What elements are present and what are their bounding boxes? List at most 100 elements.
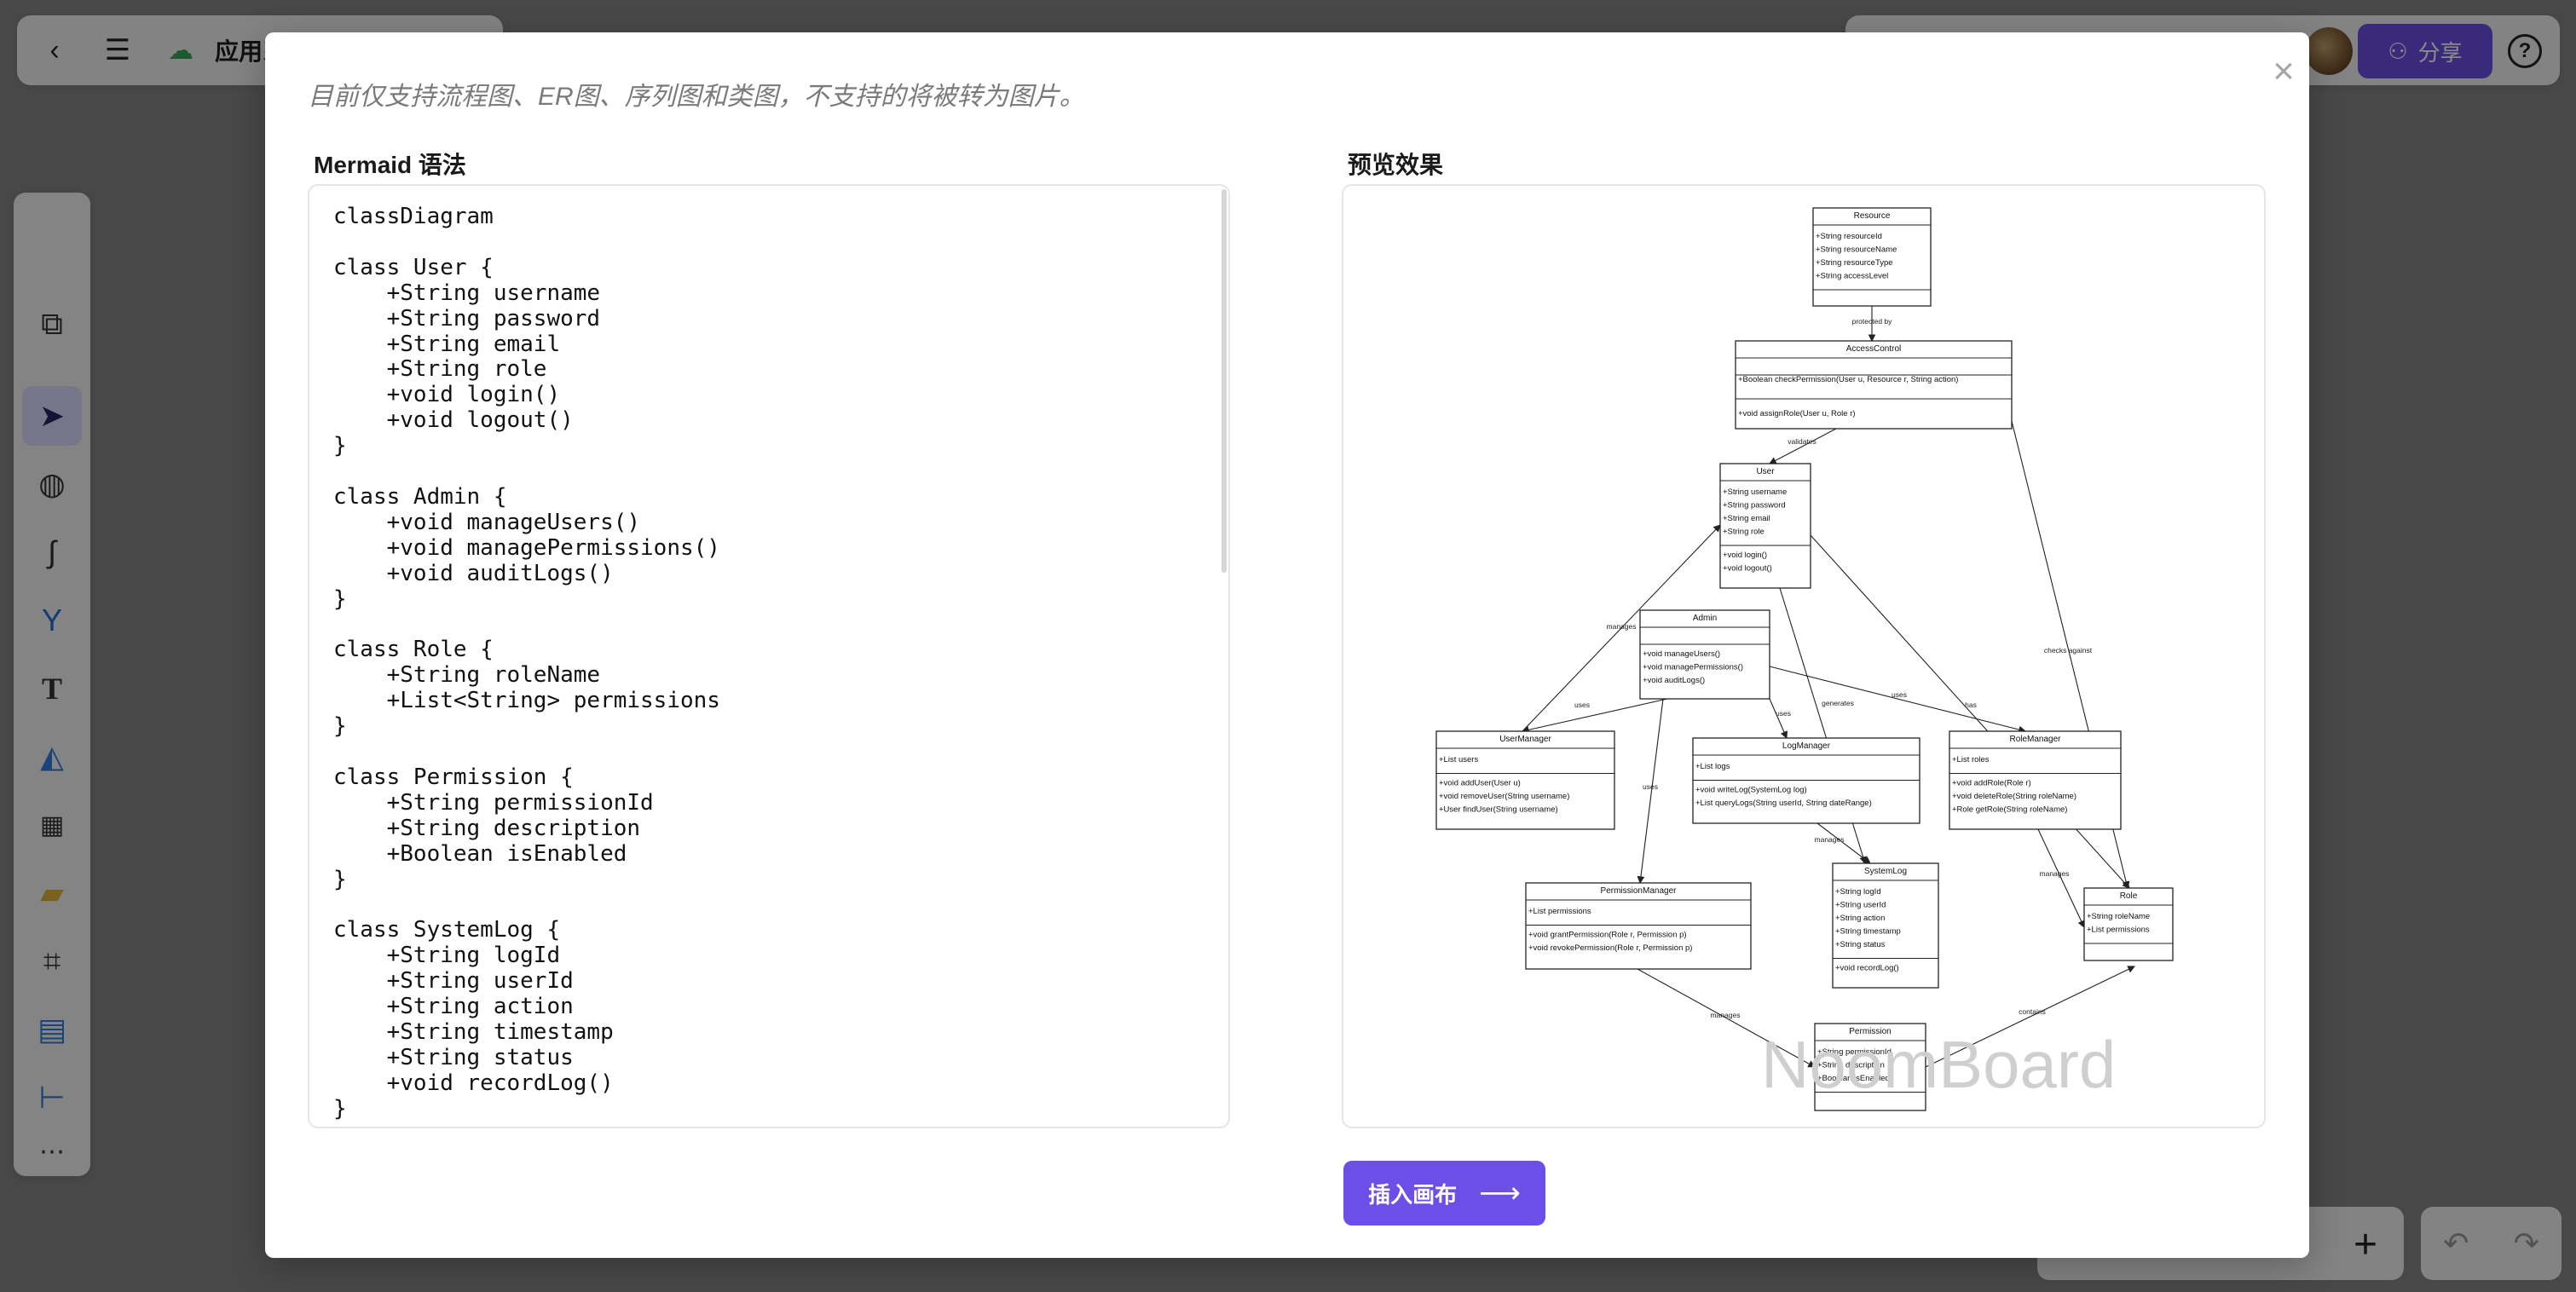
class-attribute: +String logId bbox=[1835, 887, 1881, 897]
relation-line bbox=[1816, 822, 1871, 864]
relation-line bbox=[1637, 968, 1816, 1068]
sticky-note-icon[interactable]: ▰ bbox=[40, 875, 64, 910]
relation-logmanager-systemlog: manages bbox=[1815, 822, 1871, 864]
relation-label: protected by bbox=[1852, 317, 1893, 326]
class-attribute: +Boolean isEnabled bbox=[1817, 1074, 1890, 1083]
code-scrollbar[interactable] bbox=[1222, 189, 1227, 573]
class-name: SystemLog bbox=[1864, 867, 1907, 876]
mermaid-code-text[interactable]: classDiagram class User { +String userna… bbox=[309, 186, 1228, 1122]
code-line: +String timestamp bbox=[333, 1019, 614, 1045]
code-line bbox=[333, 459, 1228, 485]
class-attribute: +String resourceType bbox=[1816, 258, 1893, 268]
relation-label: uses bbox=[1574, 701, 1590, 709]
class-method: +void recordLog() bbox=[1835, 964, 1899, 973]
relation-rolemanager-role: manages bbox=[2037, 828, 2085, 928]
close-icon[interactable]: × bbox=[2273, 50, 2295, 92]
class-resource: Resource+String resourceId+String resour… bbox=[1812, 207, 1932, 307]
relation-label: checks against bbox=[2044, 646, 2093, 655]
select-cursor-icon[interactable]: ➤ bbox=[22, 386, 82, 446]
class-box bbox=[2083, 887, 2174, 961]
cloud-sync-icon: ☁ bbox=[168, 36, 193, 65]
class-systemlog: SystemLog +String logId +String userId +Str… bbox=[1832, 862, 1939, 989]
code-line: +String roleName bbox=[333, 662, 601, 689]
class-name: PermissionManager bbox=[1601, 886, 1678, 896]
class-admin: Admin+void manageUsers()+void managePerm… bbox=[1639, 609, 1770, 700]
code-line: +String description bbox=[333, 815, 641, 841]
code-line bbox=[333, 230, 1228, 256]
code-line: +String status bbox=[333, 1044, 574, 1070]
class-box bbox=[1832, 862, 1939, 989]
code-line: class Permission { bbox=[333, 764, 574, 790]
frame-icon[interactable]: ⌗ bbox=[43, 943, 61, 978]
class-user: User+String username+String password+Str… bbox=[1719, 463, 1811, 589]
class-box bbox=[1719, 463, 1811, 589]
class-name: Resource bbox=[1854, 211, 1891, 221]
class-box bbox=[1639, 609, 1770, 700]
code-line: +String logId bbox=[333, 943, 561, 969]
relation-permissionmanager-permission: manages bbox=[1637, 968, 1816, 1068]
code-line bbox=[333, 613, 1228, 638]
relation-label: contains bbox=[2019, 1007, 2046, 1016]
insert-canvas-button[interactable]: 插入画布 ⟶ bbox=[1343, 1161, 1545, 1226]
code-line: } bbox=[333, 713, 347, 740]
code-line: +void auditLogs() bbox=[333, 560, 614, 586]
class-method: +User findUser(String username) bbox=[1439, 805, 1558, 815]
mermaid-code-editor[interactable]: classDiagram class User { +String userna… bbox=[308, 184, 1230, 1128]
relation-line bbox=[1521, 698, 1668, 734]
fill-icon[interactable]: ◭ bbox=[40, 739, 64, 774]
class-box bbox=[1814, 1023, 1926, 1111]
class-attribute: +List permissions bbox=[2087, 926, 2150, 935]
code-line: } bbox=[333, 433, 347, 459]
redo-icon[interactable]: ↷ bbox=[2513, 1226, 2539, 1260]
relation-permission-role: contains bbox=[1925, 966, 2135, 1068]
relation-admin-usermanager: uses bbox=[1521, 698, 1668, 734]
class-attribute: +String description bbox=[1817, 1061, 1885, 1070]
templates-icon[interactable]: ⧉ bbox=[41, 305, 63, 341]
class-attribute: +String resourceName bbox=[1816, 245, 1897, 255]
relation-label: uses bbox=[1892, 690, 1907, 699]
class-method: +void login() bbox=[1723, 551, 1767, 560]
back-icon[interactable]: ‹ bbox=[49, 33, 60, 66]
code-line: } bbox=[333, 1095, 347, 1122]
undo-icon[interactable]: ↶ bbox=[2443, 1226, 2469, 1260]
relation-admin-logmanager: uses bbox=[1769, 698, 1791, 740]
class-accesscontrol: AccessControl+Boolean checkPermission(Us… bbox=[1735, 340, 2013, 430]
class-box bbox=[1949, 730, 2122, 830]
menu-icon[interactable]: ☰ bbox=[104, 34, 131, 66]
relation-label: generates bbox=[1822, 699, 1854, 707]
share-button[interactable]: ⚇ 分享 bbox=[2358, 24, 2492, 78]
help-icon[interactable]: ? bbox=[2508, 34, 2542, 68]
class-rolemanager: RoleManager+List roles+void addRole(Role… bbox=[1949, 730, 2122, 830]
class-method: +Role getRole(String roleName) bbox=[1952, 805, 2067, 815]
table-icon[interactable]: ▤ bbox=[37, 1012, 66, 1047]
class-method: +void addUser(User u) bbox=[1439, 779, 1521, 788]
relation-line bbox=[1769, 428, 1837, 464]
class-attribute: +String timestamp bbox=[1835, 927, 1901, 937]
shapes-icon[interactable]: ◍ bbox=[38, 466, 66, 501]
class-name: AccessControl bbox=[1846, 344, 1901, 354]
class-method: +void grantPermission(Role r, Permission… bbox=[1528, 931, 1687, 940]
class-method: +void auditLogs() bbox=[1643, 676, 1705, 685]
class-method: +List queryLogs(String userId, String da… bbox=[1695, 799, 1872, 808]
mindmap-icon[interactable]: Y bbox=[41, 603, 62, 637]
class-method: +void removeUser(String username) bbox=[1439, 792, 1569, 801]
undo-redo-group: ↶ ↷ bbox=[2421, 1207, 2562, 1280]
components-icon[interactable]: ▦ bbox=[39, 810, 65, 839]
more-icon[interactable]: ⋯ bbox=[39, 1137, 65, 1166]
relation-label: uses bbox=[1776, 709, 1791, 718]
avatar[interactable] bbox=[2305, 27, 2353, 75]
tree-icon[interactable]: ⊢ bbox=[38, 1080, 66, 1115]
class-attribute: +List users bbox=[1439, 755, 1478, 764]
connector-icon[interactable]: ∫ bbox=[48, 534, 56, 569]
class-attribute: +String accessLevel bbox=[1816, 272, 1888, 281]
class-attribute: +String userId bbox=[1835, 901, 1886, 910]
class-box bbox=[1525, 882, 1752, 970]
text-tool-icon[interactable]: T bbox=[41, 672, 62, 706]
relation-line bbox=[1637, 698, 1664, 885]
plus-icon[interactable]: + bbox=[2353, 1221, 2378, 1267]
class-name: Role bbox=[2120, 891, 2138, 901]
class-method: +void addRole(Role r) bbox=[1952, 779, 2031, 788]
code-line: +void login() bbox=[333, 382, 561, 408]
relation-line bbox=[1522, 524, 1721, 732]
relation-line bbox=[1769, 666, 2027, 734]
